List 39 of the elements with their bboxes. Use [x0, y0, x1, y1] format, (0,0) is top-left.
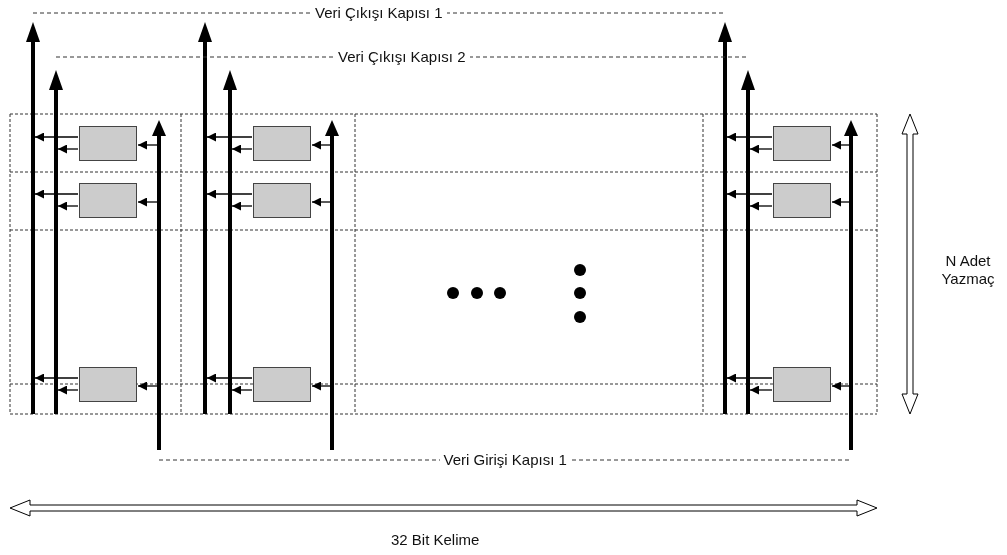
arrow [206, 132, 253, 142]
storage-box [79, 367, 137, 402]
arrow [206, 373, 253, 383]
arrow [311, 197, 331, 207]
bus-label: Veri Çıkışı Kapısı 1 [311, 4, 447, 22]
arrow [231, 385, 253, 395]
arrow [311, 140, 331, 150]
arrow [311, 381, 331, 391]
arrow [749, 385, 773, 395]
arrow [831, 381, 850, 391]
arrow [726, 132, 773, 142]
arrow [34, 132, 79, 142]
bus-label: Veri Girişi Kapısı 1 [439, 451, 571, 469]
storage-box [773, 183, 831, 218]
arrow [749, 144, 773, 154]
arrow [831, 197, 850, 207]
arrow [231, 201, 253, 211]
storage-box [79, 126, 137, 161]
arrow [831, 140, 850, 150]
arrow [34, 189, 79, 199]
arrow [57, 385, 79, 395]
storage-box [253, 126, 311, 161]
storage-box [773, 126, 831, 161]
storage-box [253, 367, 311, 402]
arrow [137, 381, 158, 391]
arrow [726, 373, 773, 383]
storage-box [79, 183, 137, 218]
arrow [206, 189, 253, 199]
arrow [137, 197, 158, 207]
arrow [749, 201, 773, 211]
storage-box [253, 183, 311, 218]
arrow [34, 373, 79, 383]
storage-box [773, 367, 831, 402]
arrow [137, 140, 158, 150]
bus-label: Veri Çıkışı Kapısı 2 [334, 48, 470, 66]
arrow [57, 201, 79, 211]
arrow [231, 144, 253, 154]
arrow [57, 144, 79, 154]
arrow [726, 189, 773, 199]
